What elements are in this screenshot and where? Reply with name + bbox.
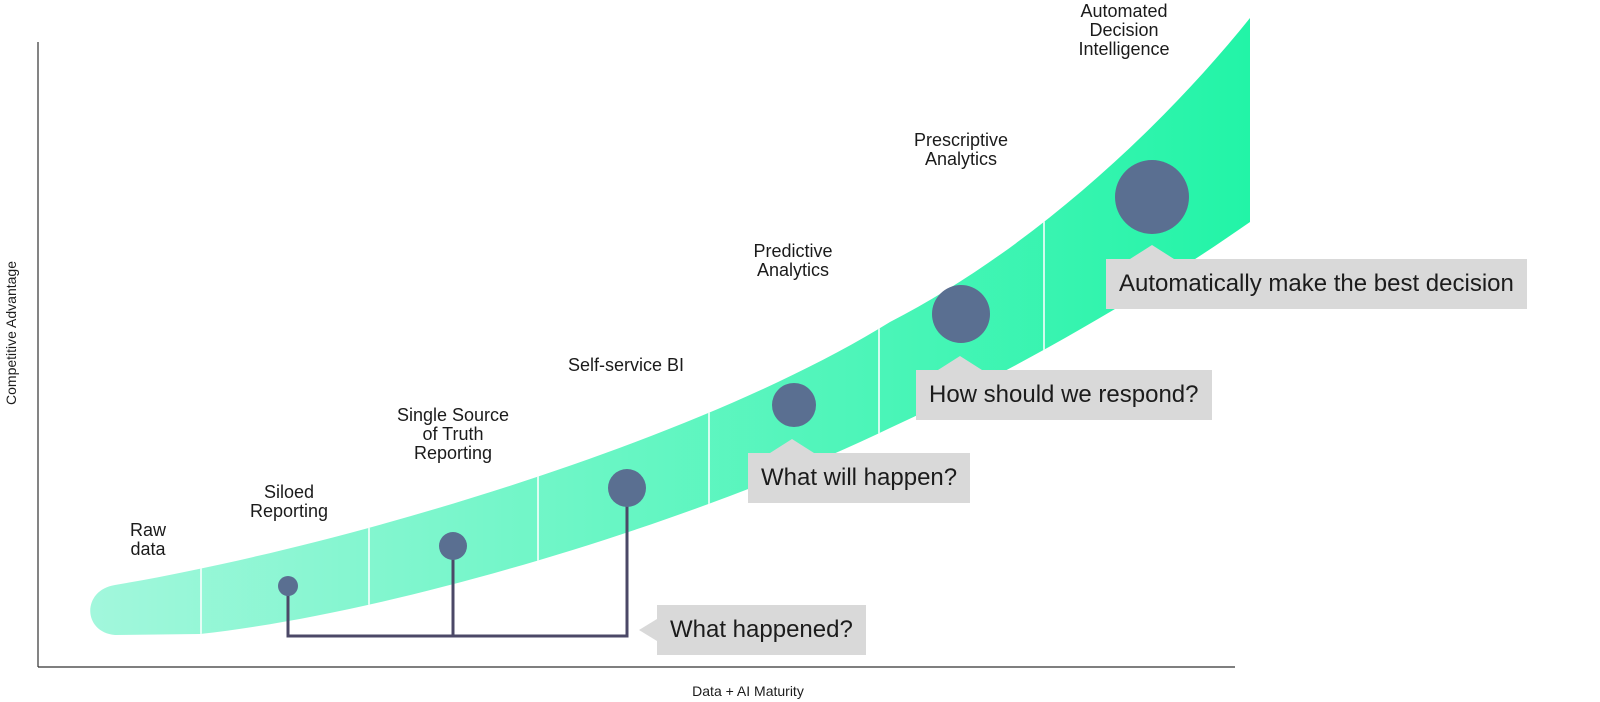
marker-siloed-reporting — [278, 576, 298, 596]
marker-automated-decision — [1115, 160, 1189, 234]
callout-what-will-happen: What will happen? — [748, 439, 971, 503]
y-axis-title: Competitive Advantage — [3, 261, 19, 405]
marker-single-source — [439, 532, 467, 560]
maturity-band — [90, 18, 1250, 635]
callout-how-should-we-respond: How should we respond? — [916, 356, 1212, 420]
callout-what-happened: What happened? — [639, 605, 866, 655]
marker-prescriptive — [932, 285, 990, 343]
x-axis-title: Data + AI Maturity — [692, 683, 804, 699]
stage-label-automated-decision: Automated Decision Intelligence — [1078, 1, 1170, 59]
stage-label-single-source: Single Source of Truth Reporting — [396, 405, 510, 463]
callout-automatically-make-best-decision: Automatically make the best decision — [1106, 245, 1527, 309]
what-happened-connector — [286, 488, 629, 638]
stage-label-prescriptive: Prescriptive Analytics — [913, 130, 1009, 169]
stage-label-siloed-reporting: Siloed Reporting — [249, 482, 329, 521]
stage-label-predictive: Predictive Analytics — [753, 241, 833, 280]
stage-label-raw-data: Raw data — [129, 520, 167, 559]
stage-label-self-service-bi: Self-service BI — [567, 355, 685, 375]
marker-self-service-bi — [608, 469, 646, 507]
marker-predictive — [772, 383, 816, 427]
